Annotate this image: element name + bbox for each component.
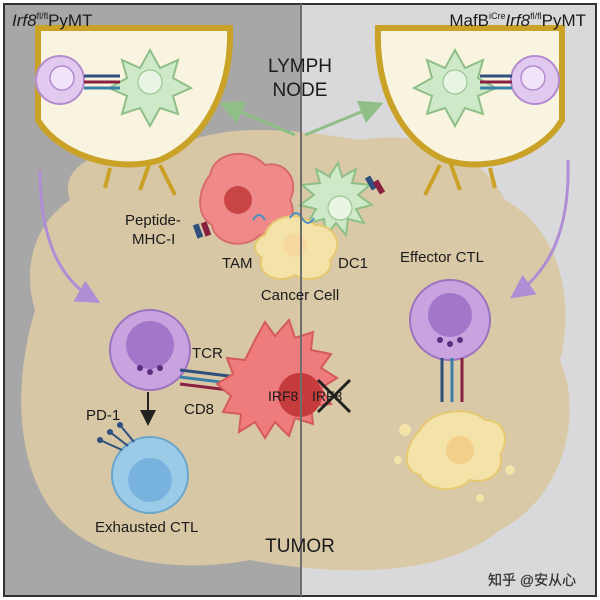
arrow-to-right-node	[304, 100, 384, 137]
irf8-deleted-mark	[316, 378, 352, 414]
cancer-cell-label: Cancer Cell	[261, 287, 339, 304]
lymph-node-label-line1: LYMPH	[268, 56, 332, 77]
tam-label: TAM	[222, 255, 253, 272]
irf8-cancer-cell	[215, 318, 339, 440]
cd8-label: CD8	[184, 401, 214, 418]
peptide-label-line2: MHC-I	[132, 231, 175, 248]
arrow-to-left-node	[219, 101, 296, 137]
dying-cancer-cell	[394, 410, 515, 502]
left-panel-title: Irf8fl/flPyMT	[12, 11, 92, 30]
tam-cell	[199, 152, 295, 245]
exhausted-ctl-label: Exhausted CTL	[95, 519, 198, 536]
right-panel-title: MafBiCreIrf8fl/flPyMT	[449, 11, 586, 30]
irf8-label: IRF8	[268, 388, 299, 404]
watermark: 知乎 @安从心	[488, 572, 576, 588]
dc1-label: DC1	[338, 255, 368, 272]
tumor-label: TUMOR	[265, 536, 335, 557]
dc1-cell	[297, 160, 386, 238]
peptide-label-line1: Peptide-	[125, 212, 181, 229]
ctl-right	[409, 279, 491, 402]
pd1-label: PD-1	[86, 407, 120, 424]
peptide-mhc-icon	[192, 221, 212, 239]
tcr-label: TCR	[192, 345, 223, 362]
lymph-node-right	[374, 25, 565, 196]
arrow-right-down	[510, 159, 570, 299]
exhausted-ctl	[97, 422, 189, 514]
lymph-node-left	[35, 25, 234, 196]
arrow-left-down	[38, 169, 101, 303]
ctl-left	[109, 309, 246, 394]
irf8-crossed-label: IRF8	[312, 388, 343, 404]
effector-ctl-label: Effector CTL	[400, 249, 484, 266]
lymph-node-label-line2: NODE	[273, 80, 328, 101]
